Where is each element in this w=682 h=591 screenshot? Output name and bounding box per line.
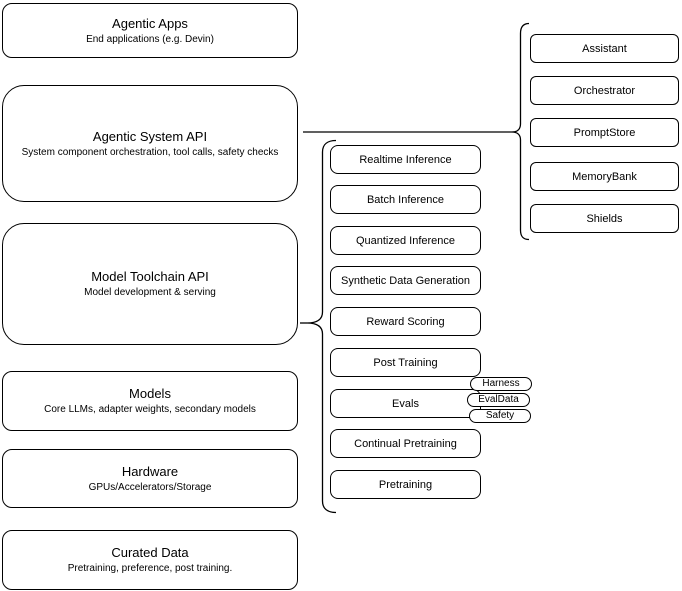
evals-tag-safety: Safety [469, 409, 531, 423]
node-label: Shields [586, 212, 623, 225]
node-model-toolchain-api: Model Toolchain API Model development & … [2, 223, 298, 345]
node-subtitle: End applications (e.g. Devin) [86, 33, 214, 45]
node-label: Orchestrator [573, 84, 636, 97]
node-memorybank: MemoryBank [530, 162, 679, 191]
node-label: PromptStore [573, 126, 636, 139]
node-assistant: Assistant [530, 34, 679, 63]
node-agentic-system-api: Agentic System API System component orch… [2, 85, 298, 202]
node-label: Quantized Inference [355, 234, 456, 247]
node-realtime-inference: Realtime Inference [330, 145, 481, 174]
node-title: Curated Data [111, 545, 189, 560]
node-subtitle: Pretraining, preference, post training. [67, 563, 233, 574]
tag-label: Harness [482, 378, 520, 389]
evals-tag-harness: Harness [470, 377, 532, 391]
node-title: Model Toolchain API [91, 269, 209, 284]
node-label: Realtime Inference [359, 153, 452, 166]
node-subtitle: Model development & serving [84, 287, 216, 298]
node-title: Agentic Apps [112, 15, 188, 31]
node-promptstore: PromptStore [530, 118, 679, 147]
node-curated-data: Curated Data Pretraining, preference, po… [2, 530, 298, 590]
node-continual-pretraining: Continual Pretraining [330, 429, 481, 458]
node-subtitle: System component orchestration, tool cal… [21, 146, 279, 158]
node-subtitle: GPUs/Accelerators/Storage [88, 481, 212, 493]
node-title: Hardware [121, 463, 179, 479]
node-agentic-apps: Agentic Apps End applications (e.g. Devi… [2, 3, 298, 58]
node-batch-inference: Batch Inference [330, 185, 481, 214]
tag-label: EvalData [478, 394, 519, 405]
node-label: Continual Pretraining [354, 437, 457, 450]
node-title: Agentic System API [92, 128, 208, 144]
node-label: Batch Inference [366, 193, 445, 206]
node-title: Models [129, 386, 171, 401]
node-evals: Evals [330, 389, 481, 418]
node-label: Evals [392, 397, 419, 410]
node-label: Reward Scoring [366, 315, 445, 328]
node-label: Assistant [582, 42, 627, 55]
node-pretraining: Pretraining [330, 470, 481, 499]
node-label: Synthetic Data Generation [340, 274, 471, 287]
node-quantized-inference: Quantized Inference [330, 226, 481, 255]
node-post-training: Post Training [330, 348, 481, 377]
evals-tag-evaldata: EvalData [467, 393, 530, 407]
node-models: Models Core LLMs, adapter weights, secon… [2, 371, 298, 431]
node-orchestrator: Orchestrator [530, 76, 679, 105]
node-subtitle: Core LLMs, adapter weights, secondary mo… [44, 404, 256, 415]
node-label: Pretraining [378, 478, 433, 491]
system-components-brace [511, 22, 530, 241]
node-shields: Shields [530, 204, 679, 233]
node-label: MemoryBank [572, 170, 637, 183]
node-hardware: Hardware GPUs/Accelerators/Storage [2, 449, 298, 508]
node-reward-scoring: Reward Scoring [330, 307, 481, 336]
toolchain-components-brace [306, 139, 337, 514]
node-synthetic-data-generation: Synthetic Data Generation [330, 266, 481, 295]
tag-label: Safety [485, 410, 515, 421]
node-label: Post Training [373, 356, 438, 369]
